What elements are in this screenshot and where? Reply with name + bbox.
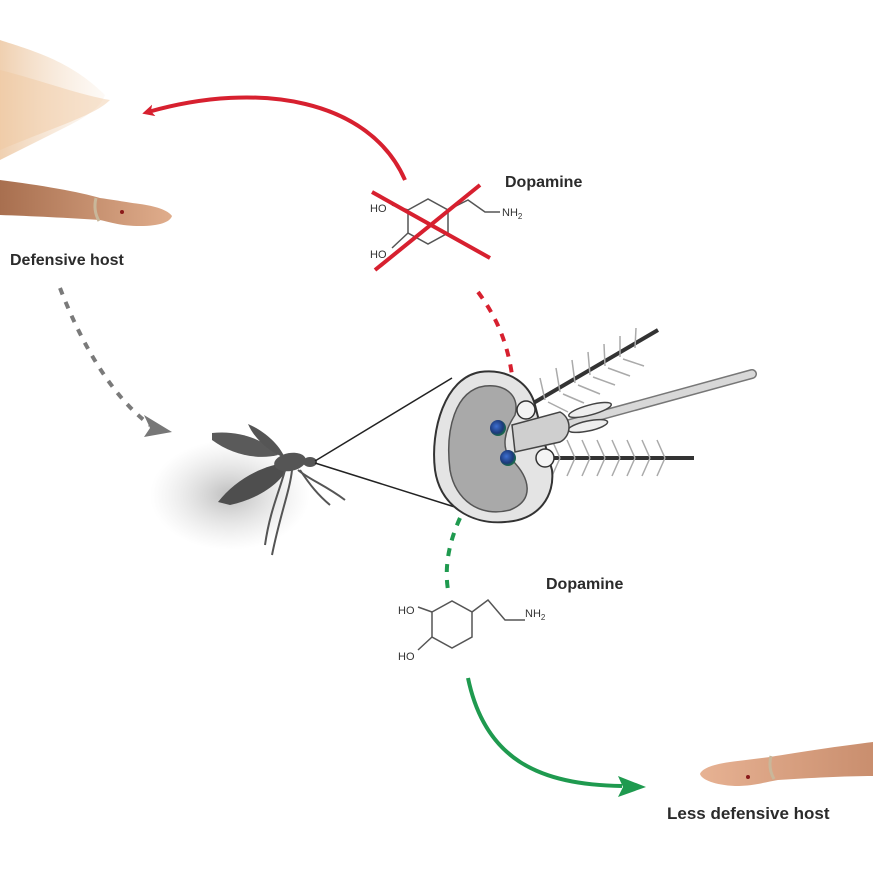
gray-arrowhead [144, 415, 172, 437]
cross-line-2 [373, 183, 482, 272]
mosquito-bite-right [746, 775, 750, 779]
defensive-host-illustration [0, 40, 172, 226]
hydroxyl-label-2: HO [370, 249, 387, 261]
green-arrow-to-less-defensive-host [466, 677, 623, 788]
red-dashed-connector [476, 290, 514, 376]
mosquito-wing-upper-2 [248, 424, 285, 458]
mosquito-wing-upper [212, 432, 278, 457]
mosquito-head [303, 457, 317, 467]
zoom-line-top [314, 377, 453, 462]
mosquito-thorax [274, 452, 306, 472]
rod-base [511, 411, 570, 453]
swatting-hand-blur [0, 40, 105, 160]
dopamine-molecule: HO HO NH2 [398, 598, 546, 663]
defensive-host-label: Defensive host [10, 252, 124, 269]
hydroxyl-label-4: HO [398, 651, 415, 663]
scale-1 [567, 401, 613, 419]
mosquito-legs [264, 469, 346, 556]
hydroxyl-label-3: HO [398, 605, 415, 617]
dopamine-molecule-blocked: HO HO NH2 [370, 183, 523, 272]
dopamine-label-top: Dopamine [505, 174, 583, 191]
sensory-rod [535, 369, 757, 437]
green-dashed-connector [444, 517, 462, 591]
dopamine-label-bottom: Dopamine [546, 576, 624, 593]
zoom-line-bottom [314, 462, 459, 509]
benzene-ring-bottom [431, 600, 473, 649]
less-defensive-host-arm [700, 742, 873, 786]
mosquito-illustration [150, 424, 346, 556]
socket-lower [535, 448, 555, 468]
green-arrowhead [618, 776, 646, 797]
defensive-host-arm [0, 180, 172, 226]
neuron-lower [500, 450, 516, 466]
bracelet-right [768, 755, 776, 780]
socket-upper [516, 400, 536, 420]
antenna-detail [433, 327, 757, 524]
sensillum-upper [528, 327, 660, 413]
amine-label-2: NH2 [525, 608, 546, 622]
less-defensive-host-illustration [700, 742, 873, 786]
red-arrow-to-defensive-host [142, 95, 407, 181]
amine-label: NH2 [502, 207, 523, 221]
bracelet [93, 197, 101, 222]
mosquito-wing-lower [218, 462, 290, 505]
hydroxyl-label-1: HO [370, 203, 387, 215]
sensillum-lower [545, 439, 694, 477]
neuron-upper [490, 420, 506, 436]
antenna-lumen [448, 385, 528, 513]
less-defensive-host-label: Less defensive host [667, 804, 830, 823]
swatting-hand-blur-2 [0, 70, 110, 150]
mosquito-bite [120, 210, 124, 214]
gray-dashed-arrow [58, 287, 152, 427]
